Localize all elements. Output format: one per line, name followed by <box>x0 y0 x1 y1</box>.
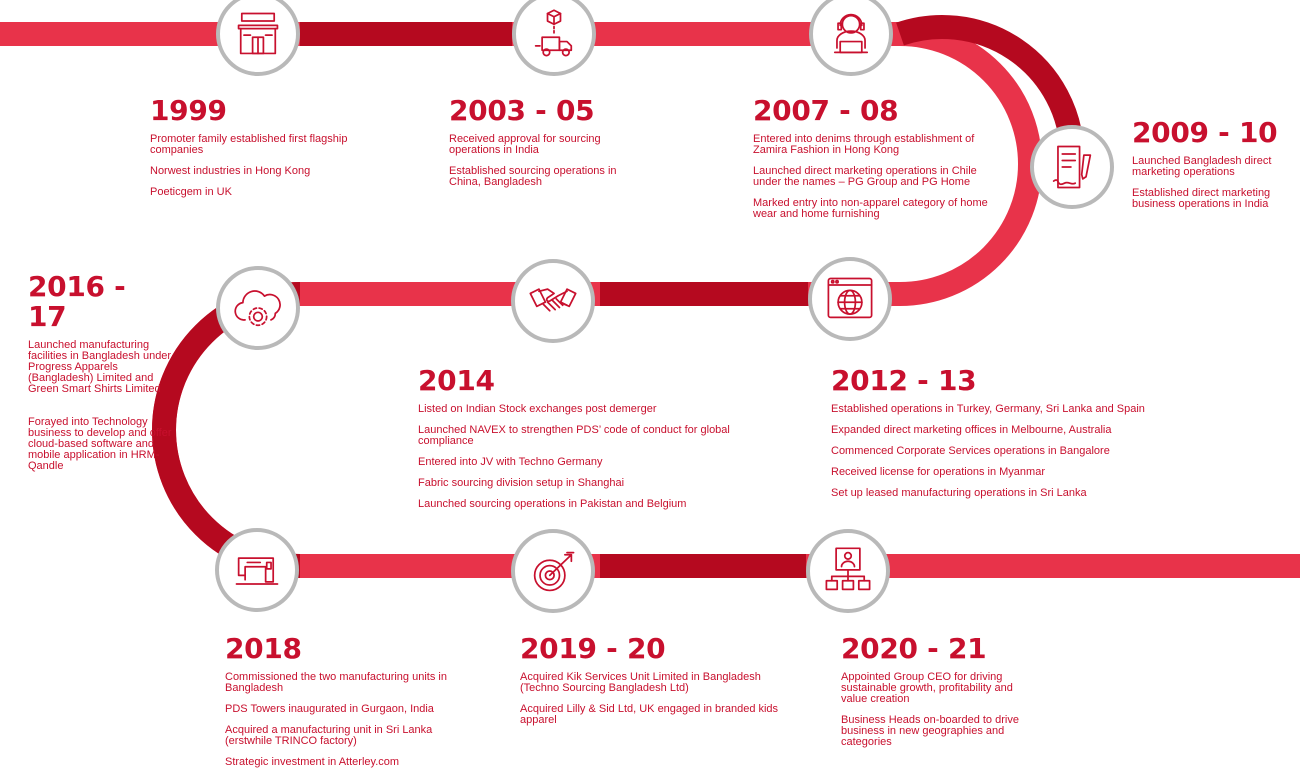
milestone-item: Set up leased manufacturing operations i… <box>831 487 1087 499</box>
milestone-year: 2012 - 13 <box>831 364 977 397</box>
milestone-year: 2018 <box>225 632 302 665</box>
milestone-year: 2007 - 08 <box>753 94 899 127</box>
document-pen-icon <box>1052 145 1092 189</box>
milestone-item: Promoter family established first flagsh… <box>150 133 348 156</box>
milestone-item: Appointed Group CEO for driving sustaina… <box>841 671 1013 705</box>
milestone-2016-17: 2016 - 17 Launched manufacturing facilit… <box>28 272 173 482</box>
web-globe-icon <box>827 277 873 319</box>
milestone-2014: 2014 Listed on Indian Stock exchanges po… <box>418 366 758 520</box>
milestone-item: Business Heads on-boarded to drive busin… <box>841 714 1019 748</box>
store-icon <box>237 12 279 55</box>
milestone-node-2012-13 <box>808 257 892 341</box>
milestone-2012-13: 2012 - 13 Established operations in Turk… <box>831 366 1191 509</box>
milestone-item: Established direct marketing business op… <box>1132 187 1271 210</box>
milestone-item: Entered into JV with Techno Germany <box>418 456 603 468</box>
milestone-item: Commenced Corporate Services operations … <box>831 445 1110 457</box>
milestone-year: 2009 - 10 <box>1132 116 1278 149</box>
milestone-item: Fabric sourcing division setup in Shangh… <box>418 477 625 489</box>
milestone-item: Poeticgem in UK <box>150 186 232 198</box>
milestone-year: 2019 - 20 <box>520 632 666 665</box>
milestone-2009-10: 2009 - 10 Launched Bangladesh direct mar… <box>1132 118 1292 220</box>
milestone-item: Launched Bangladesh direct marketing ope… <box>1132 155 1272 178</box>
milestone-item: Launched manufacturing facilities in Ban… <box>28 339 172 395</box>
milestone-item: Acquired a manufacturing unit in Sri Lan… <box>225 724 433 747</box>
milestone-item: Launched NAVEX to strengthen PDS’ code o… <box>418 424 730 447</box>
milestone-2020-21: 2020 - 21 Appointed Group CEO for drivin… <box>841 634 1036 758</box>
milestone-item: PDS Towers inaugurated in Gurgaon, India <box>225 703 434 715</box>
cloud-gear-icon <box>234 290 281 327</box>
milestone-node-2003-05 <box>512 0 596 76</box>
milestone-item: Acquired Kik Services Unit Limited in Ba… <box>520 671 761 694</box>
milestone-node-2020-21 <box>806 529 890 613</box>
milestone-2007-08: 2007 - 08 Entered into denims through es… <box>753 96 1003 230</box>
milestone-1999: 1999 Promoter family established first f… <box>150 96 350 208</box>
milestone-year: 2014 <box>418 364 495 397</box>
handshake-icon <box>529 288 577 312</box>
milestone-item: Launched sourcing operations in Pakistan… <box>418 498 687 510</box>
milestone-item: Norwest industries in Hong Kong <box>150 165 311 177</box>
support-agent-icon <box>833 13 869 54</box>
milestone-item: Commissioned the two manufacturing units… <box>225 671 447 694</box>
milestone-node-2007-08 <box>809 0 893 76</box>
milestone-item: Received license for operations in Myanm… <box>831 466 1045 478</box>
milestone-item: Marked entry into non-apparel category o… <box>753 197 988 220</box>
milestone-2003-05: 2003 - 05 Received approval for sourcing… <box>449 96 649 198</box>
milestone-2019-20: 2019 - 20 Acquired Kik Services Unit Lim… <box>520 634 780 736</box>
milestone-node-2014 <box>511 259 595 343</box>
sewing-machine-icon <box>235 557 279 585</box>
milestone-node-2019-20 <box>511 529 595 613</box>
milestone-2018: 2018 Commissioned the two manufacturing … <box>225 634 465 778</box>
milestone-item: Forayed into Technology business to deve… <box>28 416 172 472</box>
org-chart-icon <box>825 547 871 591</box>
milestone-year: 2020 - 21 <box>841 632 987 665</box>
milestone-item: Strategic investment in Atterley.com <box>225 756 400 768</box>
delivery-truck-icon <box>534 9 573 57</box>
milestone-item: Launched direct marketing operations in … <box>753 165 977 188</box>
milestone-item: Established operations in Turkey, German… <box>831 403 1145 415</box>
milestone-item: Expanded direct marketing offices in Mel… <box>831 424 1112 436</box>
milestone-item: Entered into denims through establishmen… <box>753 133 975 156</box>
milestone-node-2016-17 <box>216 266 300 350</box>
milestone-item: Established sourcing operations in China… <box>449 165 617 188</box>
milestone-item: Listed on Indian Stock exchanges post de… <box>418 403 657 415</box>
milestone-node-2009-10 <box>1030 125 1114 209</box>
milestone-node-2018 <box>215 528 299 612</box>
milestone-year: 1999 <box>150 94 227 127</box>
target-arrow-icon <box>533 551 575 592</box>
milestone-item: Acquired Lilly & Sid Ltd, UK engaged in … <box>520 703 779 726</box>
milestone-year: 2003 - 05 <box>449 94 595 127</box>
milestone-node-1999 <box>216 0 300 76</box>
milestone-item: Received approval for sourcing operation… <box>449 133 601 156</box>
milestone-year: 2016 - 17 <box>28 270 126 333</box>
